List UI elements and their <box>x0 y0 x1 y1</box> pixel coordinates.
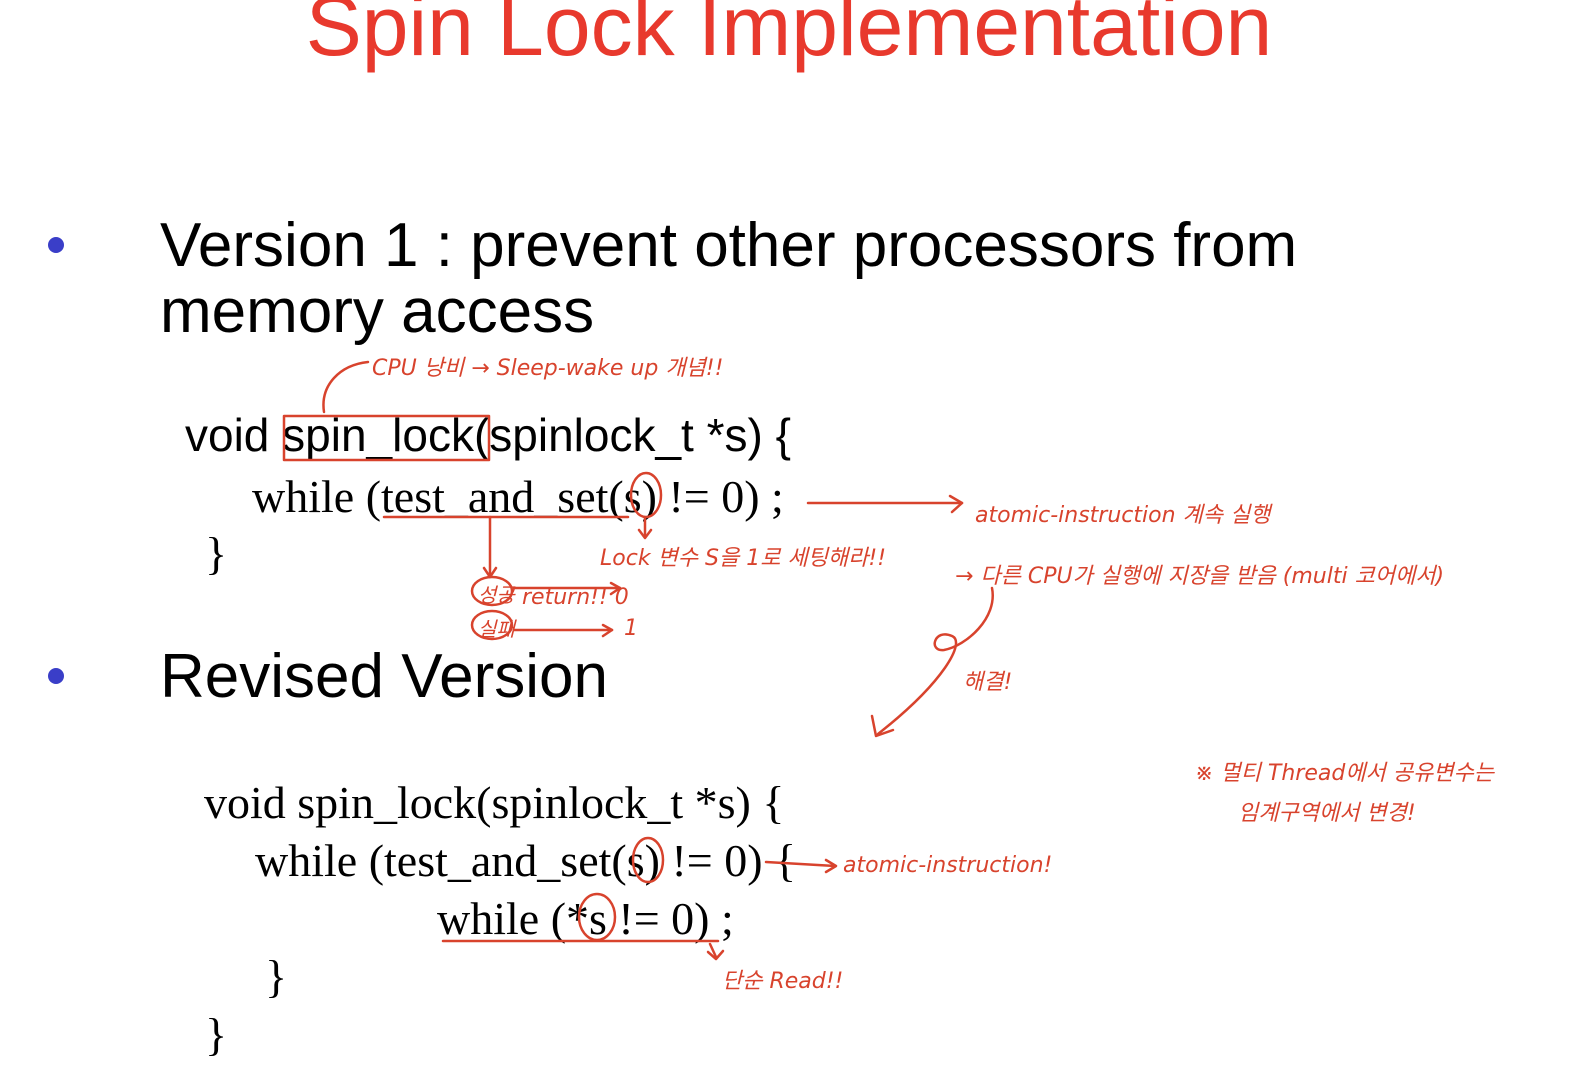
arrow-head-atomic-2 <box>824 858 838 874</box>
annotation-other-cpu: → 다른 CPU가 실행에 지장을 받음 (multi 코어에서) <box>955 564 1445 589</box>
annotation-simple-read: 단순 Read!! <box>722 969 844 994</box>
code-v2-line4: } <box>265 951 288 1002</box>
circle-success <box>470 575 514 607</box>
annotation-note-line1: ※ 멀티 Thread에서 공유변수는 <box>1195 761 1494 786</box>
circle-s-v2 <box>631 836 665 884</box>
annotation-atomic-instruction: atomic-instruction 계속 실행 <box>975 503 1271 528</box>
annotation-atomic-instruction-2: atomic-instruction! <box>843 853 1053 878</box>
arrow-head-simple-read <box>706 949 725 961</box>
code-v1-line2: while (test_and_set(s) != 0) ; <box>252 471 784 522</box>
bullet-version1-line1: Version 1 : prevent other processors fro… <box>160 211 1298 280</box>
code-v1-line3: } <box>205 528 228 579</box>
arrow-head-fail <box>601 623 614 638</box>
slide-title: Spin Lock Implementation <box>305 0 1273 73</box>
arrow-head-atomic <box>948 494 964 514</box>
arrow-head-success <box>609 581 622 596</box>
annotation-note-line2: 임계구역에서 변경! <box>1238 801 1416 826</box>
arrow-head-s-down <box>637 528 653 540</box>
bullet-dot <box>48 668 64 684</box>
annotation-solved: 해결! <box>963 670 1013 695</box>
annotation-lock-variable: Lock 변수 S을 1로 세팅해라!! <box>600 546 887 571</box>
highlight-box-spin-lock <box>282 414 491 462</box>
code-v2-line2: while (test_and_set(s) != 0) { <box>255 835 797 886</box>
arrow-atomic-2 <box>764 860 837 868</box>
circle-star-s <box>577 892 617 942</box>
arrow-solved-loop <box>876 586 994 736</box>
arrow-curve-cpu-waste <box>322 360 370 414</box>
code-v1-function-name: spin_lock <box>282 409 474 461</box>
code-v1-signature: (spinlock_t *s) { <box>473 409 791 461</box>
annotation-cpu-waste: CPU 낭비 → Sleep-wake up 개념!! <box>372 356 724 381</box>
code-v1-line1: void spin_lock(spinlock_t *s) { <box>185 408 791 462</box>
code-v2-line1: void spin_lock(spinlock_t *s) { <box>204 777 785 828</box>
bullet-dot <box>48 237 64 253</box>
bullet-version1-line2: memory access <box>160 277 595 346</box>
code-v2-line5: } <box>205 1009 228 1060</box>
circle-fail <box>470 609 514 641</box>
arrow-simple-read <box>708 942 718 959</box>
arrow-head-solved <box>870 714 895 738</box>
code-v1-void: void <box>185 409 283 461</box>
annotation-fail-value: 1 <box>624 616 638 641</box>
circle-s-v1 <box>629 471 663 519</box>
bullet-revised: Revised Version <box>160 642 609 711</box>
